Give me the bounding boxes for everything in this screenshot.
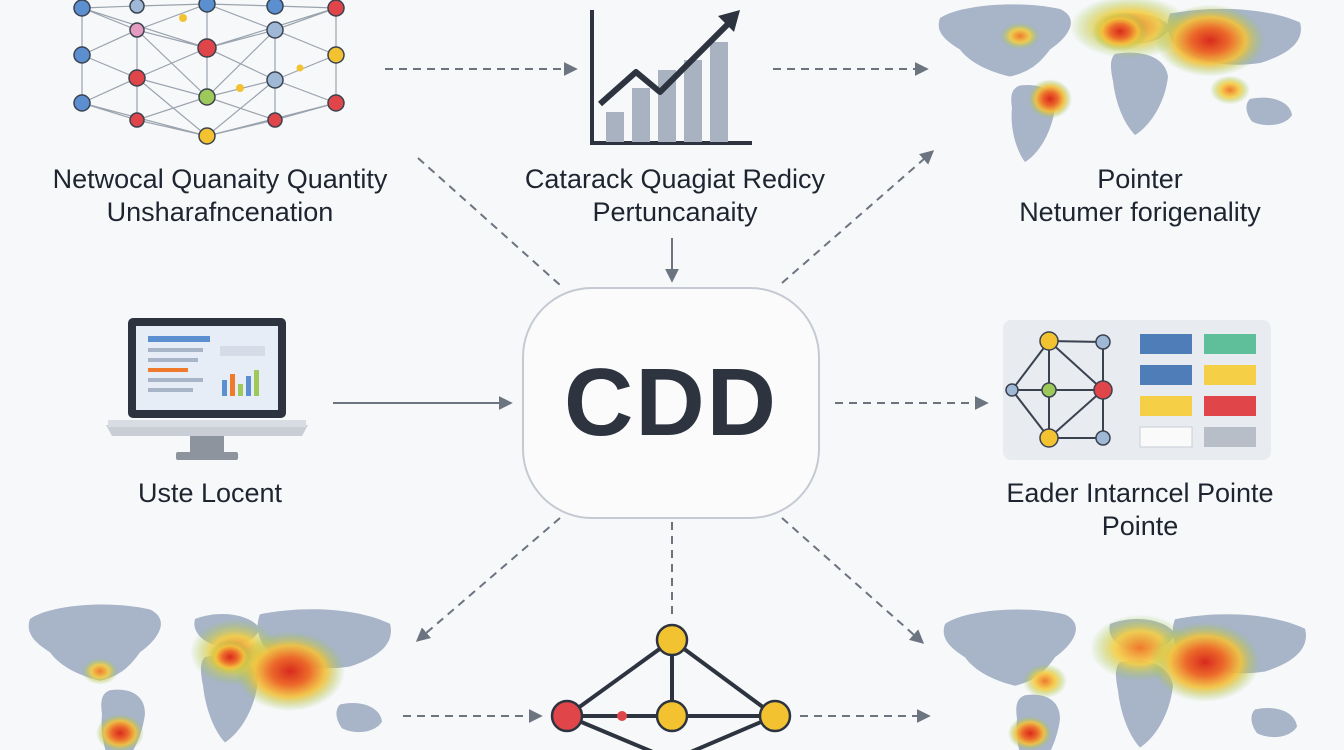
cdd-center-node: CDD <box>522 287 820 519</box>
world-heatmap-icon <box>943 609 1306 750</box>
network-graph-icon <box>73 0 345 145</box>
arrow-cdd-to-bottom-right-map <box>781 517 925 644</box>
map-top-right-label: Pointer Netumer forigenality <box>940 163 1340 229</box>
world-heatmap-icon <box>938 0 1301 162</box>
chart-label-line1: Catarack Quagiat Redicy <box>524 164 826 194</box>
network-label-line1: Netwocal Quanaity Quantity <box>52 164 388 194</box>
arrow-cdd-to-bottom-left-map <box>415 517 561 642</box>
graph-table-label-line2: Pointe <box>1101 511 1179 541</box>
chart-label: Catarack Quagiat Redicy Pertuncanaity <box>475 163 875 229</box>
computer-label-line1: Uste Locent <box>137 478 283 508</box>
world-heatmap-icon <box>28 604 391 750</box>
graph-table-label-line1: Eader Intarncel Pointe <box>1006 478 1274 508</box>
arrow-cdd-to-map <box>781 150 935 284</box>
graph-table-icon <box>1003 320 1271 460</box>
map-top-right-label-line2: Netumer forigenality <box>1019 197 1261 227</box>
cdd-label: CDD <box>564 349 778 456</box>
computer-icon <box>106 318 308 460</box>
chart-label-line2: Pertuncanaity <box>592 197 758 227</box>
computer-label: Uste Locent <box>60 477 360 510</box>
graph-table-label: Eader Intarncel Pointe Pointe <box>940 477 1340 543</box>
trend-chart-icon <box>590 10 752 145</box>
network-label-line2: Unsharafncenation <box>106 197 334 227</box>
connectors <box>333 62 989 723</box>
map-top-right-label-line1: Pointer <box>1097 164 1183 194</box>
network-label: Netwocal Quanaity Quantity Unsharafncena… <box>20 163 420 229</box>
line-network-to-cdd <box>417 157 561 286</box>
graph-diamond-icon <box>550 623 792 750</box>
